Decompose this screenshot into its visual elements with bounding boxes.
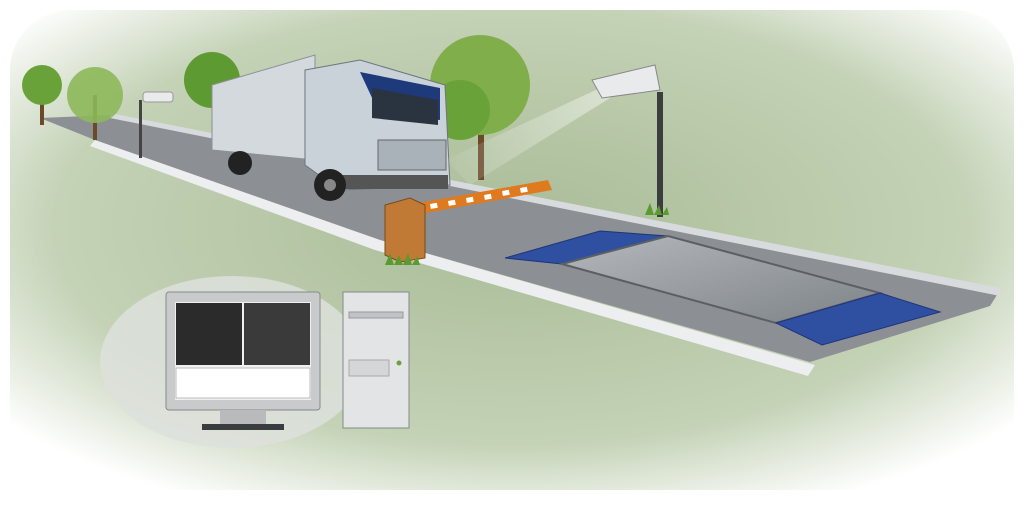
camera-right <box>591 64 669 217</box>
weighbridge <box>504 230 942 346</box>
control-station <box>100 276 410 448</box>
ramp-right <box>774 292 942 346</box>
monitor <box>165 291 321 430</box>
camera-left <box>139 91 174 158</box>
camera-beam <box>445 88 610 185</box>
barrier <box>384 180 552 265</box>
truck <box>211 54 451 201</box>
pc-tower <box>342 291 410 429</box>
barrier-post <box>384 197 426 263</box>
